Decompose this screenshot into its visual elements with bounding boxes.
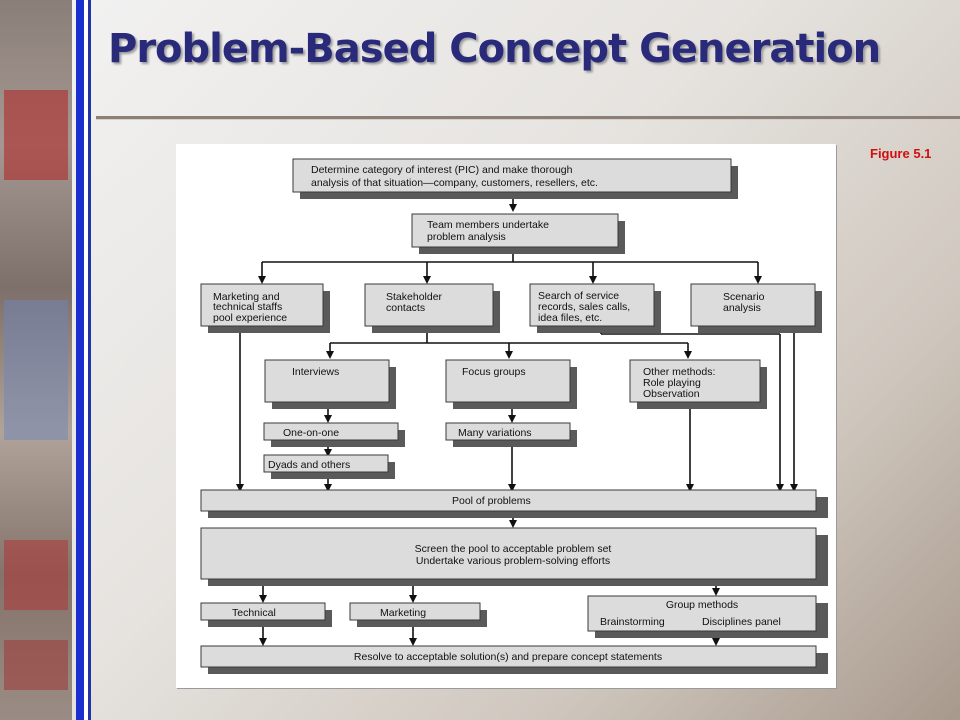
figure-label: Figure 5.1: [870, 146, 932, 161]
accent-bar-gap: [84, 0, 88, 720]
book-cover-image: [4, 640, 68, 690]
book-cover-image: [4, 90, 68, 180]
box-technical: Technical: [200, 602, 332, 627]
box-text: Technical: [232, 607, 276, 619]
box-text: analysis: [723, 302, 761, 314]
box-text: Team members undertake: [427, 219, 549, 231]
box-text: pool experience: [213, 312, 287, 324]
box-text: Scenario: [723, 291, 765, 303]
box-text: Undertake various problem-solving effort…: [416, 555, 610, 567]
book-cover-image: [4, 300, 68, 440]
box-many-variations: Many variations: [445, 422, 577, 447]
flowchart-diagram: Determine category of interest (PIC) and…: [200, 158, 828, 674]
box-text: Interviews: [292, 366, 339, 378]
svg-text:analysis of that situation—com: analysis of that situation—company, cust…: [311, 177, 598, 189]
box-text: Group methods: [666, 599, 738, 611]
box-text: Marketing and: [213, 291, 280, 303]
svg-text:Determine category of interest: Determine category of interest (PIC) and…: [311, 164, 573, 176]
box-screen-pool: Screen the pool to acceptable problem se…: [200, 527, 828, 586]
slide-title: Problem-Based Concept Generation: [108, 26, 881, 72]
box-text: Many variations: [458, 427, 532, 439]
box-text: problem analysis: [427, 231, 506, 243]
accent-bar: [76, 0, 84, 720]
box-text: Stakeholder: [386, 291, 443, 303]
box-scenario-analysis: Scenario analysis: [690, 283, 822, 333]
box-text: analysis of that situation—company, cust…: [311, 177, 598, 189]
box-one-on-one: One-on-one: [263, 422, 405, 447]
box-text: Other methods:: [643, 366, 715, 378]
box-other-methods: Other methods: Role playing Observation: [629, 359, 767, 409]
box-text: Marketing: [380, 607, 426, 619]
box-group-methods: Group methods Brainstorming Disciplines …: [587, 595, 828, 638]
box-search-records: Search of service records, sales calls, …: [529, 283, 661, 333]
box-text: Observation: [643, 388, 700, 400]
connectors: [236, 191, 798, 646]
box-marketing-technical: Marketing and technical staffs pool expe…: [200, 283, 330, 333]
box-text: Brainstorming: [600, 616, 665, 628]
box-determine-pic: Determine category of interest (PIC) and…: [292, 158, 738, 199]
box-text: Disciplines panel: [702, 616, 781, 628]
box-team-members: Team members undertake problem analysis: [411, 213, 625, 254]
box-text: Dyads and others: [268, 459, 350, 471]
box-focus-groups: Focus groups: [445, 359, 577, 409]
box-text: records, sales calls,: [538, 301, 630, 313]
box-text: Resolve to acceptable solution(s) and pr…: [354, 651, 662, 663]
box-text: technical staffs: [213, 301, 282, 313]
box-interviews: Interviews: [264, 359, 396, 409]
box-text: Role playing: [643, 377, 701, 389]
box-text: idea files, etc.: [538, 312, 602, 324]
box-text: Search of service: [538, 290, 619, 302]
box-text: One-on-one: [283, 427, 339, 439]
box-resolve: Resolve to acceptable solution(s) and pr…: [200, 645, 828, 674]
box-text: contacts: [386, 302, 425, 314]
box-text: Pool of problems: [452, 495, 531, 507]
box-text: Determine category of interest (PIC) and…: [311, 164, 573, 176]
title-divider: [96, 116, 960, 120]
flowchart-panel: Determine category of interest (PIC) and…: [176, 144, 836, 688]
box-text: Focus groups: [462, 366, 526, 378]
box-dyads: Dyads and others: [263, 454, 395, 479]
box-stakeholder-contacts: Stakeholder contacts: [364, 283, 500, 333]
box-text: Screen the pool to acceptable problem se…: [415, 543, 612, 555]
box-marketing: Marketing: [349, 602, 487, 627]
book-cover-image: [4, 540, 68, 610]
box-pool-of-problems: Pool of problems: [200, 489, 828, 518]
accent-bar-thin: [88, 0, 91, 720]
decorative-book-strip: [0, 0, 72, 720]
